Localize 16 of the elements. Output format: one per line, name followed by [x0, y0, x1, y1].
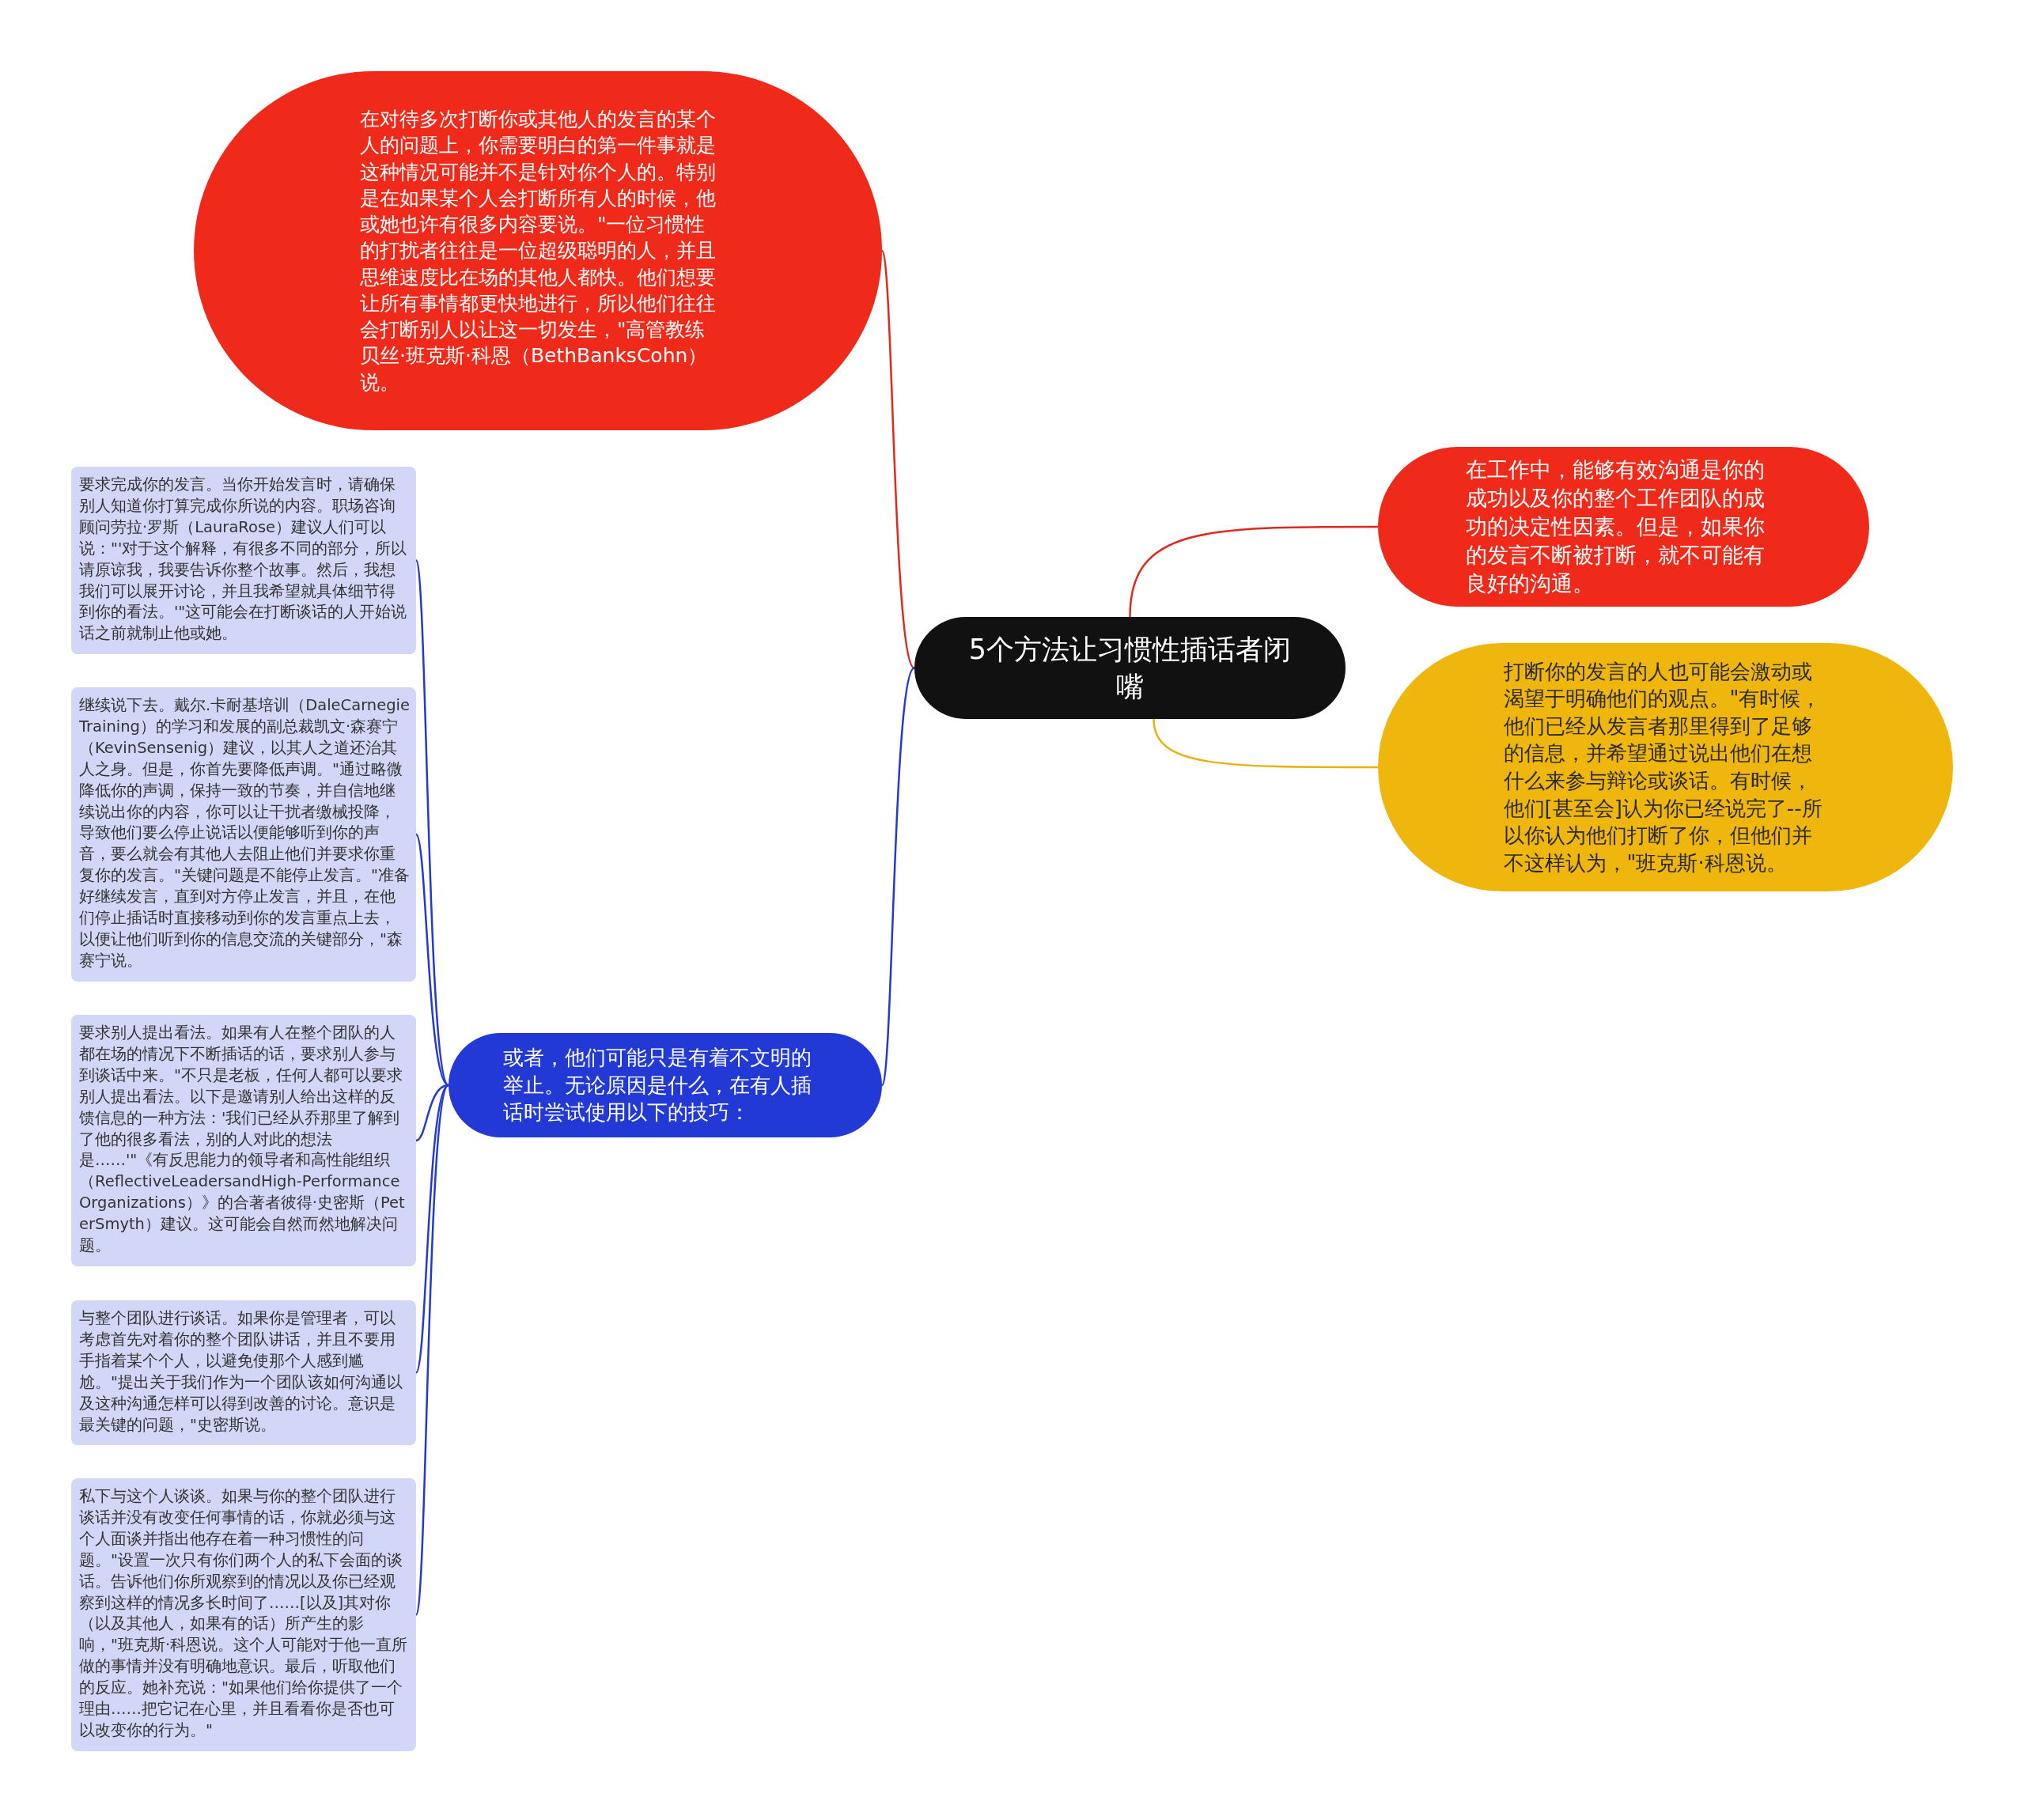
topic-text: 在工作中，能够有效沟通是你的成功以及你的整个工作团队的成功的决定性因素。但是，如果你的发言不断被打断，就不可能有良好的沟通。 — [1465, 456, 1766, 597]
topic-text: 与整个团队进行谈话。如果你是管理者，可以考虑首先对着你的整个团队讲话，并且不要用手指着某个个人，以避免使那个人感到尴尬。"提出关于我们作为一个团队该如何沟通以及这种沟通怎样可以得到改善的讨论。意识是最关键的问题，"史密斯说。 — [79, 1308, 403, 1436]
topic-text: 在对待多次打断你或其他人的发言的某个人的问题上，你需要明白的第一件事就是这种情况可能并不是针对你个人的。特别是在如果某个人会打断所有人的时候，他或她也许有很多内容要说。"一位习惯性的打扰者往往是一位超级聪明的人，并且思维速度比在场的其他人都快。他们想要让所有事情都更快地进行，所以他们往往会打断别人以让这一切发生，"高管教练贝丝·班克斯·科恩（BethBanksCohn）说。 — [360, 107, 716, 395]
topic-text: 要求完成你的发言。当你开始发言时，请确保别人知道你打算完成你所说的内容。职场咨询顾问劳拉·罗斯（LauraRose）建议人们可以说："'对于这个解释，有很多不同的部分，所以请原谅我，我要告诉你整个故事。然后，我想我们可以展开讨论，并且我希望就具体细节得到你的看法。'"这可能会在打断谈话的人开始说话之前就制止他或她。 — [79, 475, 408, 645]
connector-line — [1129, 525, 1378, 618]
note-card — [71, 1300, 416, 1446]
connector-line — [414, 1084, 450, 1615]
topic-text: 继续说下去。戴尔.卡耐基培训（DaleCarnegieTraining）的学习和发展的副总裁凯文·森赛宁（KevinSensenig）建议，以其人之道还治其人之身。但是，你首先要降低声调。"通过略微降低你的声调，保持一致的节奏，并自信地继续说出你的内容，你可以让干扰者缴械投降，导致他们要么停止说话以便能够听到你的声音，要么就会有其他人去阻止他们并要求你重复你的发言。"关键问题是不能停止发言。"准备好继续发言，直到对方停止发言，并且，在他们停止插话时直接移动到你的发言重点上去，以便让他们听到你的信息交流的关键部分，"森赛宁说。 — [79, 695, 410, 971]
connector-line — [1153, 718, 1378, 769]
topic-text: 要求别人提出看法。如果有人在整个团队的人都在场的情况下不断插话的话，要求别人参与到谈话中来。"不只是老板，任何人都可以要求别人提出看法。以下是邀请别人给出这样的反馈信息的一种方法：'我们已经从乔那里了解到了他的很多看法，别的人对此的想法是……'"《有反思能力的领导者和高性能组织（ReflectiveLeadersandHigh-PerformanceOrganizations）》的合著者彼得·史密斯（PeterSmyth）建议。这可能会自然而然地解决问题。 — [79, 1023, 406, 1257]
connector-line — [880, 667, 916, 1086]
title-text: 5个方法让习惯性插话者闭嘴 — [967, 632, 1293, 704]
topic-text: 或者，他们可能只是有着不文明的举止。无论原因是什么，在有人插话时尝试使用以下的技巧： — [503, 1045, 812, 1126]
topic-text: 打断你的发言的人也可能会激动或渴望于明确他们的观点。"有时候，他们已经从发言者那里得到了足够的信息，并希望通过说出他们在想什么来参与辩论或谈话。有时候，他们[甚至会]认为你已经说完了--所以你认为他们打断了你，但他们并不这样认为，"班克斯·科恩说。 — [1503, 658, 1823, 876]
topic-text: 私下与这个人谈谈。如果与你的整个团队进行谈话并没有改变任何事情的话，你就必须与这个人面谈并指出他存在着一种习惯性的问题。"设置一次只有你们两个人的私下会面的谈话。告诉他们你所观察到的情况以及你已经观察到这样的情况多长时间了……[以及]其对你（以及其他人，如果有的话）所产生的影响，"班克斯·科恩说。这个人可能对于他一直所做的事情并没有明确地意识。最后，听取他们的反应。她补充说："如果他们给你提供了一个理由……把它记在心里，并且看看你是否也可以改变你的行为。" — [79, 1486, 409, 1741]
connector-line — [880, 250, 916, 669]
